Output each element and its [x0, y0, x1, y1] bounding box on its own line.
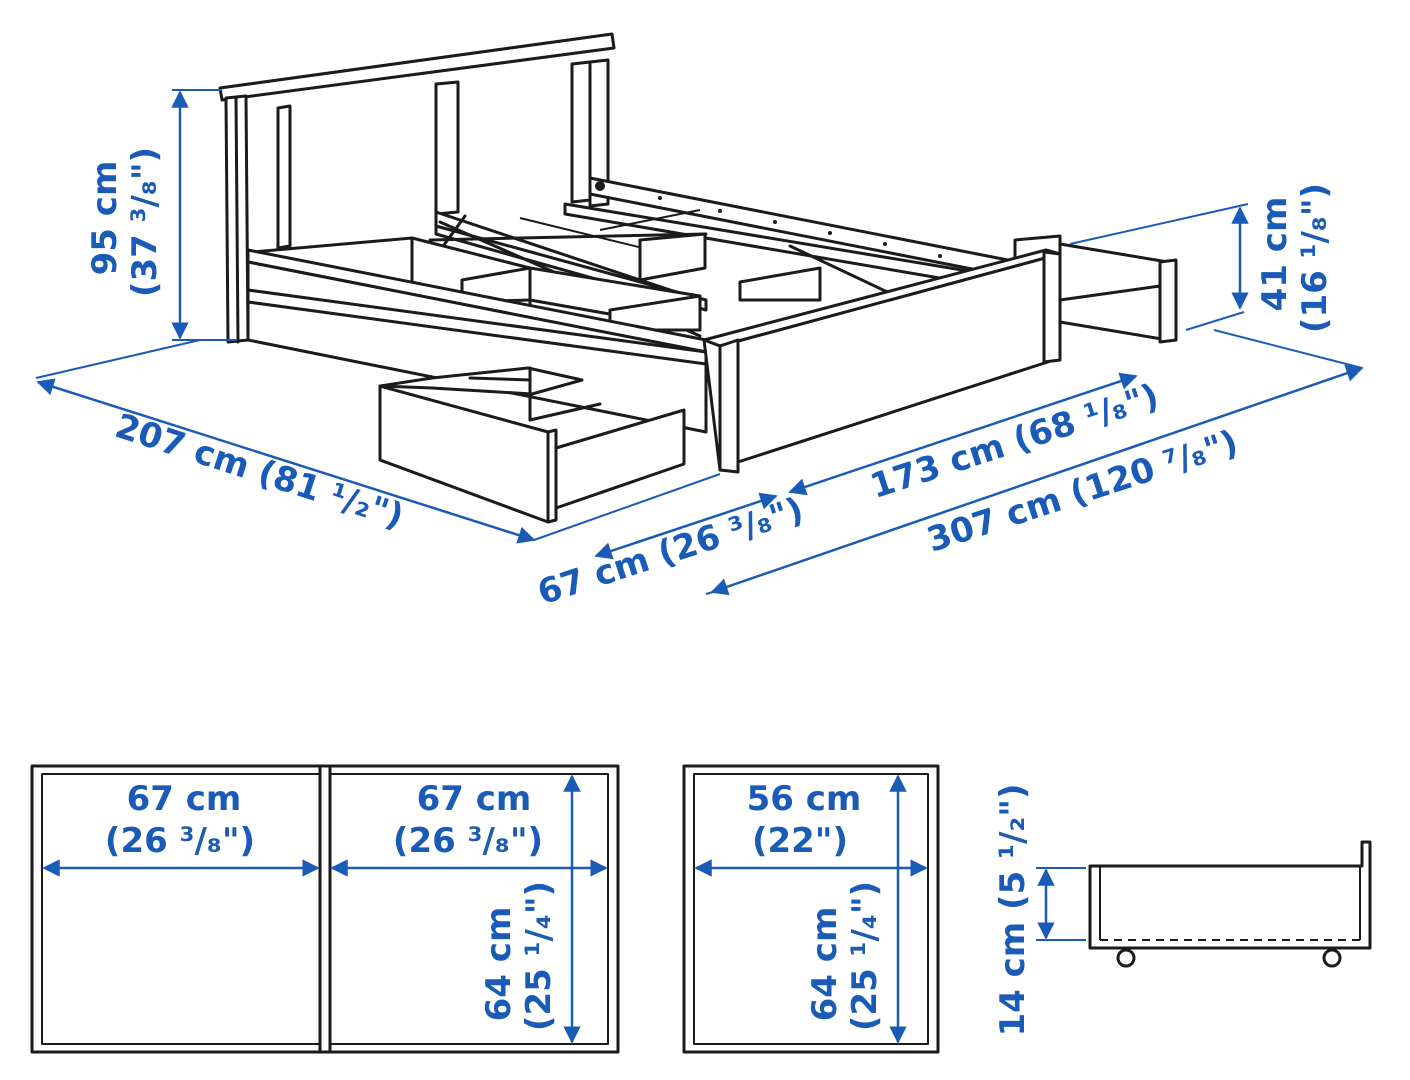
panel-a-width-inch-label: (26 ³/₈"): [105, 821, 255, 861]
height-inch-label: (37 ³/₈"): [125, 147, 165, 297]
near-side-rail: [246, 248, 708, 434]
drawer-wheel: [1116, 948, 1136, 968]
overall-length-dimension-line: [710, 364, 1364, 596]
drawer-top-view-double: [30, 764, 620, 1054]
drawer-top-view-single: [682, 764, 940, 1054]
bed-dimensions: [35, 89, 1364, 596]
width-dimension-line: [36, 378, 536, 544]
panel-b-width-inch-label: (26 ³/₈"): [393, 821, 543, 861]
height-label: 95 cm: [85, 161, 125, 276]
far-side-rail: [563, 176, 1020, 292]
panel-c-depth-inch-label: (25 ¹/₄"): [845, 881, 885, 1031]
side-height-label: 41 cm: [1255, 197, 1295, 312]
panel-c-depth-label: 64 cm: [805, 907, 845, 1022]
panel-b-depth-label: 64 cm: [479, 907, 519, 1022]
panel-b-depth-inch-label: (25 ¹/₄"): [519, 881, 559, 1031]
drawer-side-view: [1036, 840, 1372, 968]
panel-a-width-label: 67 cm: [127, 779, 242, 819]
panel-b-width-label: 67 cm: [417, 779, 532, 819]
drawer-depth-label: 67 cm (26 ³/₈"): [533, 490, 809, 614]
drawer-wheel: [1322, 948, 1342, 968]
panel-c-width-label: 56 cm: [747, 779, 862, 819]
panel-c-width-inch-label: (22"): [752, 821, 848, 861]
drawer-height-label: 14 cm (5 ¹/₂"): [993, 783, 1033, 1036]
width-label: 207 cm (81 ¹/₂"): [110, 406, 408, 537]
side-height-inch-label: (16 ¹/₈"): [1295, 183, 1335, 333]
headboard: [218, 32, 616, 344]
